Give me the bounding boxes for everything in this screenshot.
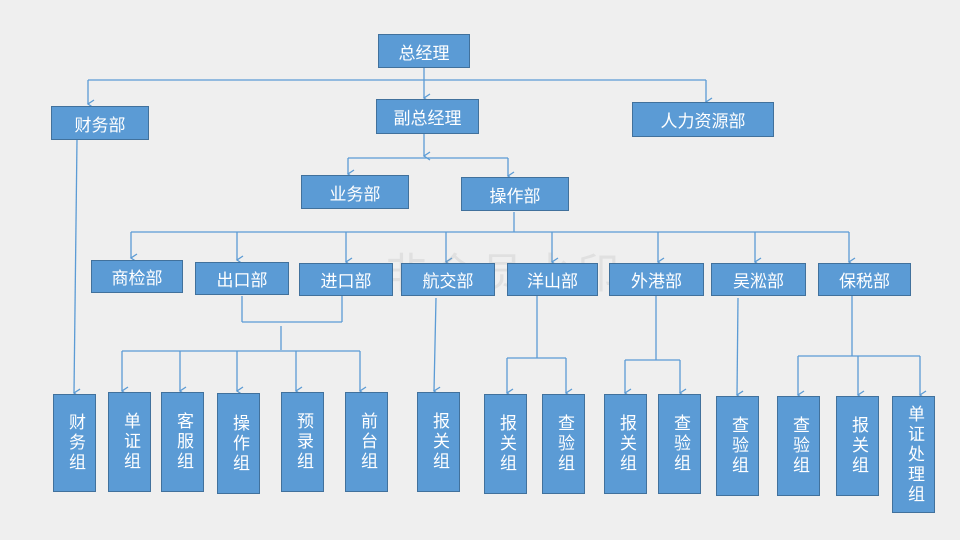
node-shipping-dept[interactable]: 航交部 [401, 263, 495, 296]
node-prerecord-group[interactable]: 预录组 [281, 392, 324, 492]
node-wusong-inspect-group[interactable]: 查验组 [716, 396, 759, 496]
node-bonded-customs-group[interactable]: 报关组 [836, 396, 879, 496]
node-export-dept[interactable]: 出口部 [195, 262, 289, 295]
node-bonded-doc-group[interactable]: 单证处理组 [892, 396, 935, 513]
node-waigang-dept[interactable]: 外港部 [609, 263, 704, 296]
node-waigang-inspect-group[interactable]: 查验组 [658, 394, 701, 494]
node-general-manager[interactable]: 总经理 [378, 34, 470, 68]
node-yangshan-dept[interactable]: 洋山部 [507, 263, 598, 296]
node-business-dept[interactable]: 业务部 [301, 175, 409, 209]
node-front-group[interactable]: 前台组 [345, 392, 388, 492]
node-shipping-customs-group[interactable]: 报关组 [417, 392, 460, 492]
node-yangshan-inspect-group[interactable]: 查验组 [542, 394, 585, 494]
node-finance-dept[interactable]: 财务部 [51, 106, 149, 140]
node-operation-dept[interactable]: 操作部 [461, 177, 569, 211]
node-deputy-gm[interactable]: 副总经理 [376, 99, 479, 134]
node-doc-group[interactable]: 单证组 [108, 392, 151, 492]
node-waigang-customs-group[interactable]: 报关组 [604, 394, 647, 494]
node-bonded-inspect-group[interactable]: 查验组 [777, 396, 820, 496]
node-cs-group[interactable]: 客服组 [161, 392, 204, 492]
node-hr-dept[interactable]: 人力资源部 [632, 102, 774, 137]
node-import-dept[interactable]: 进口部 [299, 263, 393, 296]
node-yangshan-customs-group[interactable]: 报关组 [484, 394, 527, 494]
node-finance-group[interactable]: 财务组 [53, 394, 96, 492]
node-inspection-dept[interactable]: 商检部 [91, 260, 183, 293]
node-bonded-dept[interactable]: 保税部 [818, 263, 911, 296]
node-wusong-dept[interactable]: 吴淞部 [711, 263, 806, 296]
node-op-group[interactable]: 操作组 [217, 393, 260, 494]
